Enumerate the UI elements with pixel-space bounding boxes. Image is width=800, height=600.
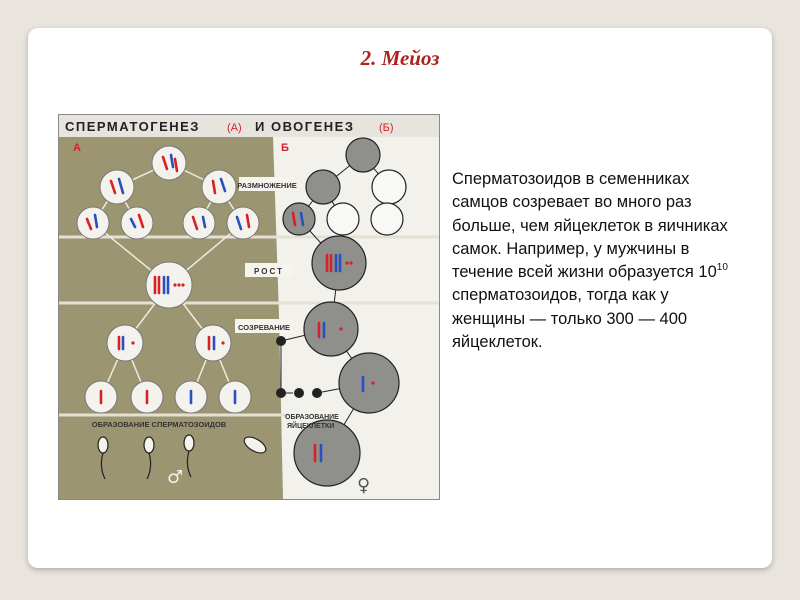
stage-label-maturation: СОЗРЕВАНИЕ <box>238 323 290 332</box>
label-egg-formation-2: ЯЙЦЕКЛЕТКИ <box>287 421 334 430</box>
body-text-exponent: 10 <box>716 262 728 274</box>
stage-label-growth: РОСТ <box>254 267 284 276</box>
label-sperm-formation: ОБРАЗОВАНИЕ СПЕРМАТОЗОИДОВ <box>92 420 227 429</box>
poster-letter-a: А <box>73 142 81 154</box>
slide: 2. Мейоз СПЕРМАТОГЕНЕЗ (А) И ОВОГЕНЕЗ (Б… <box>28 28 772 568</box>
body-text-part2: сперматозоидов, тогда как у женщины — то… <box>452 286 688 352</box>
label-egg-formation-1: ОБРАЗОВАНИЕ <box>285 414 339 421</box>
poster-letter-b: Б <box>281 142 289 154</box>
meiosis-poster-image: СПЕРМАТОГЕНЕЗ (А) И ОВОГЕНЕЗ (Б) А Б РАЗ… <box>58 114 440 500</box>
poster-heading-spermatogenesis: СПЕРМАТОГЕНЕЗ <box>65 119 200 134</box>
body-text-part1: Сперматозоидов в семенниках самцов созре… <box>452 170 728 282</box>
poster-heading-a: (А) <box>227 122 242 134</box>
poster-heading-and-oogenesis: И ОВОГЕНЕЗ <box>255 119 355 134</box>
slide-body-text: Сперматозоидов в семенниках самцов созре… <box>452 168 742 354</box>
female-symbol-icon: ♀ <box>357 475 370 496</box>
male-symbol-icon: ♂ <box>167 467 183 488</box>
poster-heading-b: (Б) <box>379 122 394 134</box>
stage-label-reproduction: РАЗМНОЖЕНИЕ <box>237 181 296 190</box>
slide-title: 2. Мейоз <box>360 46 440 70</box>
